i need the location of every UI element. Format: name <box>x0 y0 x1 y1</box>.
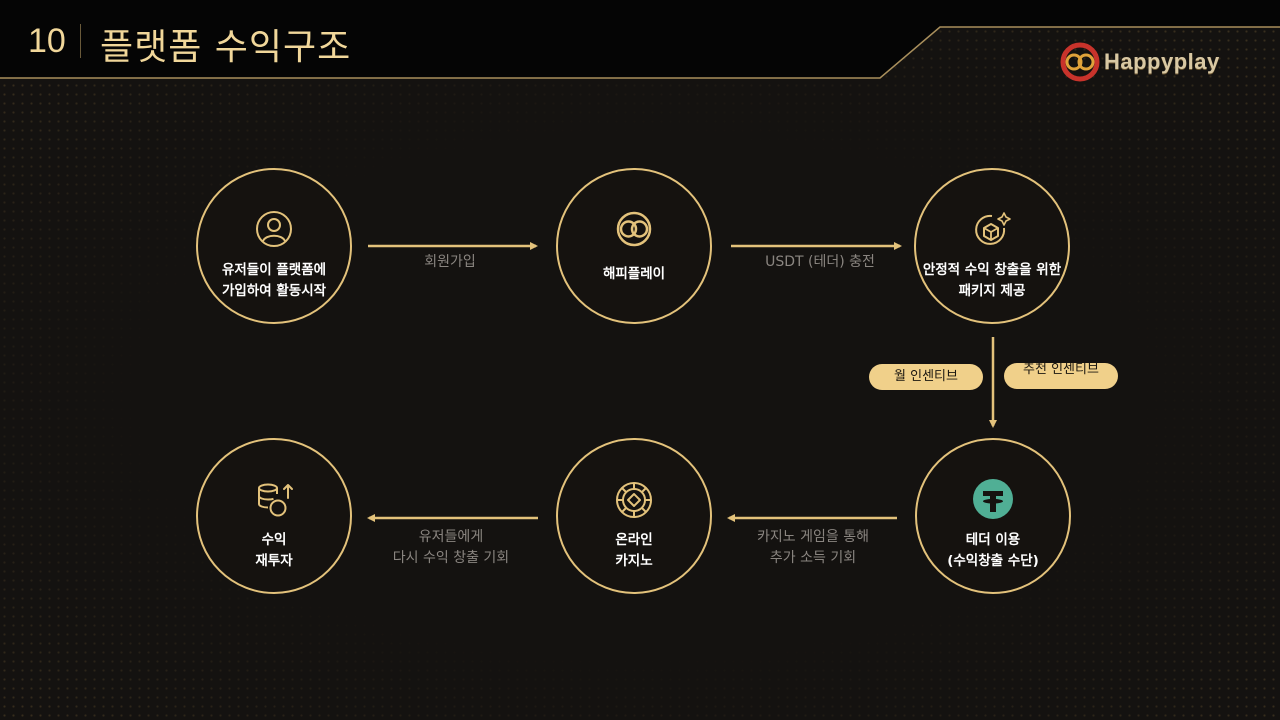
node-label-tether: 테더 이용 (수익창출 수단) <box>947 532 1039 569</box>
tether-icon <box>973 479 1013 519</box>
pill-monthly-incentive: 월 인센티브 <box>869 364 983 390</box>
happyplay-logo-icon <box>1060 42 1100 82</box>
casino-chip-icon <box>616 482 652 518</box>
node-happyplay: 해피플레이 <box>556 168 712 324</box>
node-reinvest: 수익 재투자 <box>196 438 352 594</box>
database-upload-icon <box>258 483 293 517</box>
node-label-package: 안정적 수익 창출을 위한 패키지 제공 <box>922 262 1062 299</box>
header-bar <box>0 0 1280 79</box>
node-tether: 테더 이용 (수익창출 수단) <box>915 438 1071 594</box>
header-divider <box>80 24 81 58</box>
happyplay-logo-icon <box>616 211 652 247</box>
node-package: 안정적 수익 창출을 위한 패키지 제공 <box>914 168 1070 324</box>
edge-label-usdt-charge: USDT (테더) 충전 <box>765 254 875 270</box>
node-user-signup: 유저들이 플랫폼에 가입하여 활동시작 <box>196 168 352 324</box>
page-title: 플랫폼 수익구조 <box>100 27 352 68</box>
node-label-happyplay: 해피플레이 <box>602 266 666 282</box>
node-casino: 온라인 카지노 <box>556 438 712 594</box>
node-label-user-signup: 유저들이 플랫폼에 가입하여 활동시작 <box>221 262 327 299</box>
node-label-reinvest: 수익 재투자 <box>255 532 293 569</box>
edge-label-casino-income: 카지노 게임을 통해 추가 소득 기회 <box>757 529 869 566</box>
edge-label-reuse-income: 유저들에게 다시 수익 창출 기회 <box>392 529 510 566</box>
brand-logo: Happyplay <box>1060 42 1220 82</box>
node-label-casino: 온라인 카지노 <box>615 532 653 569</box>
user-icon <box>256 211 292 247</box>
slide-number: 10 <box>28 22 66 60</box>
edge-label-signup: 회원가입 <box>424 254 476 270</box>
package-cube-icon <box>975 212 1011 245</box>
logo-text: Happyplay <box>1104 49 1220 74</box>
pill-referral-incentive: 추천 인센티브 <box>1004 363 1118 389</box>
